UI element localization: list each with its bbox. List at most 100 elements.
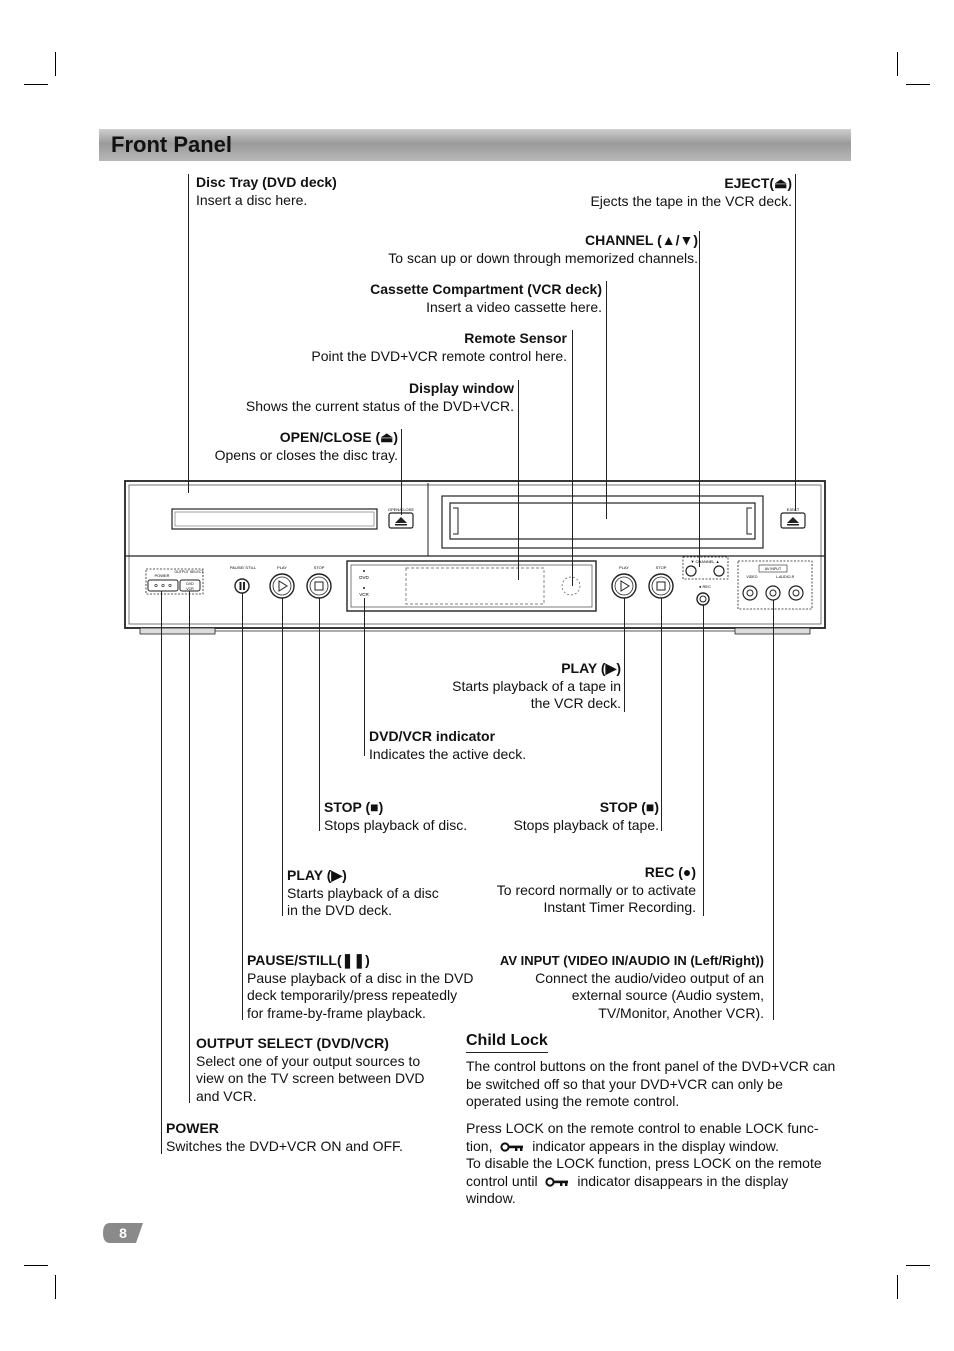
video-small-label: VIDEO xyxy=(746,575,757,579)
dvd-play-button xyxy=(269,573,295,599)
vcr-stop-button xyxy=(648,573,674,599)
audio-left-jack xyxy=(765,585,781,601)
callout-desc: Pause playback of a disc in the DVD xyxy=(247,969,474,986)
callout-desc: Insert a disc here. xyxy=(196,191,308,208)
open-close-callout: OPEN/CLOSE (⏏) Opens or closes the disc … xyxy=(215,429,398,464)
callout-title: Cassette Compartment (VCR deck) xyxy=(370,281,602,297)
callout-title: PLAY (▶) xyxy=(287,867,347,883)
channel-down-button xyxy=(685,565,697,577)
leader-line xyxy=(661,598,662,831)
rec-button xyxy=(696,592,710,606)
child-lock-text: Press LOCK on the remote control to enab… xyxy=(466,1120,819,1154)
rec-small-label: ● REC xyxy=(699,584,711,589)
child-lock-paragraph: The control buttons on the front panel o… xyxy=(466,1058,836,1109)
display-window-callout: Display window Shows the current status … xyxy=(246,380,514,415)
disc-tray-callout: Disc Tray (DVD deck) Insert a disc here. xyxy=(196,174,337,209)
section-banner: Front Panel xyxy=(99,129,851,161)
callout-title: Disc Tray (DVD deck) xyxy=(196,174,337,190)
callout-desc: and VCR. xyxy=(196,1087,257,1104)
av-input-callout: AV INPUT (VIDEO IN/AUDIO IN (Left/Right)… xyxy=(500,952,764,1022)
leader-line xyxy=(572,330,573,586)
remote-sensor xyxy=(561,576,581,596)
callout-title: CHANNEL (▲/▼) xyxy=(584,232,698,248)
av-input-small-label: AV INPUT xyxy=(765,567,782,571)
output-select-callout: OUTPUT SELECT (DVD/VCR) Select one of yo… xyxy=(196,1035,425,1105)
power-callout: POWER Switches the DVD+VCR ON and OFF. xyxy=(166,1120,403,1155)
callout-desc: Starts playback of a disc xyxy=(287,884,439,901)
leader-line xyxy=(703,605,704,916)
audio-small-label: L-AUDIO-R xyxy=(776,575,795,579)
cassette-callout: Cassette Compartment (VCR deck) Insert a… xyxy=(370,281,602,316)
leader-line xyxy=(699,231,700,567)
dvd-stop-button xyxy=(306,573,332,599)
callout-title: POWER xyxy=(166,1120,219,1136)
callout-desc: Instant Timer Recording. xyxy=(543,899,696,915)
callout-title: PLAY (▶) xyxy=(561,660,621,676)
remote-sensor-callout: Remote Sensor Point the DVD+VCR remote c… xyxy=(311,330,567,365)
leader-line xyxy=(319,598,320,831)
callout-desc: Insert a video cassette here. xyxy=(426,298,602,315)
leader-line xyxy=(242,593,243,1020)
vcr-play-callout: PLAY (▶) Starts playback of a tape in th… xyxy=(452,660,621,713)
svg-text:VCR: VCR xyxy=(186,587,194,591)
page-number: 8 xyxy=(119,1225,127,1241)
output-select-small-label: OUTPUT SELECT xyxy=(175,570,205,574)
audio-right-jack xyxy=(788,585,804,601)
child-lock-text: To disable the LOCK function, press LOCK… xyxy=(466,1155,822,1189)
pause-small-label: PAUSE/ STILL xyxy=(230,565,257,570)
callout-desc: Stops playback of disc. xyxy=(324,816,468,833)
eject-small-label: EJECT xyxy=(787,507,800,512)
crop-mark xyxy=(897,1275,898,1299)
callout-desc: Stops playback of tape. xyxy=(513,816,659,833)
child-lock-text: indicator disappears in the display wind… xyxy=(466,1172,789,1207)
power-small-label: POWER xyxy=(154,573,169,578)
callout-desc: To record normally or to activate xyxy=(496,881,696,898)
leader-line xyxy=(401,429,402,515)
crop-mark xyxy=(55,52,56,76)
crop-mark xyxy=(906,1265,930,1266)
vcr-play-small-label: PLAY xyxy=(619,565,629,570)
callout-title: DVD/VCR indicator xyxy=(369,728,496,744)
callout-desc: Connect the audio/video output of an xyxy=(535,969,764,986)
callout-desc: Shows the current status of the DVD+VCR. xyxy=(245,397,514,414)
power-button xyxy=(147,579,179,592)
callout-desc: view on the TV screen between DVD xyxy=(196,1070,425,1086)
callout-title: STOP (■) xyxy=(324,799,384,815)
child-lock-paragraph: Press LOCK on the remote control to enab… xyxy=(466,1120,838,1208)
leader-line xyxy=(773,600,774,1020)
callout-desc: Opens or closes the disc tray. xyxy=(214,446,398,463)
callout-desc: the VCR deck. xyxy=(530,695,621,711)
crop-mark xyxy=(897,52,898,76)
leader-line xyxy=(518,380,519,580)
callout-desc: external source (Audio system, xyxy=(571,987,764,1003)
leader-line xyxy=(364,598,365,756)
callout-desc: Switches the DVD+VCR ON and OFF. xyxy=(166,1137,403,1154)
key-icon xyxy=(545,1177,569,1187)
output-select-button xyxy=(179,579,201,592)
callout-title: REC (●) xyxy=(644,864,696,880)
dvd-vcr-indicator-callout: DVD/VCR indicator Indicates the active d… xyxy=(369,728,526,763)
callout-desc: for frame-by-frame playback. xyxy=(247,1004,426,1021)
vcr-indicator-label: VCR xyxy=(359,592,369,597)
callout-desc: deck temporarily/press repeatedly xyxy=(247,987,458,1003)
vcr-stop-callout: STOP (■) Stops playback of tape. xyxy=(513,799,659,834)
pause-still-button xyxy=(234,578,250,594)
dvd-play-small-label: PLAY xyxy=(277,565,287,570)
leader-line xyxy=(624,598,625,712)
leader-line xyxy=(189,591,190,1103)
callout-desc: Starts playback of a tape in xyxy=(452,677,621,694)
child-lock-text: indicator appears in the display window. xyxy=(532,1137,779,1154)
crop-mark xyxy=(55,1275,56,1299)
cassette-compartment xyxy=(441,495,764,549)
leader-line xyxy=(795,174,796,511)
leader-line xyxy=(188,174,189,493)
page-title: Front Panel xyxy=(111,132,233,157)
callout-title: OPEN/CLOSE (⏏) xyxy=(279,429,398,445)
callout-title: Display window xyxy=(408,380,514,396)
callout-desc: Point the DVD+VCR remote control here. xyxy=(311,347,567,364)
display-window xyxy=(346,560,597,612)
child-lock-heading: Child Lock xyxy=(466,1032,548,1053)
callout-desc: To scan up or down through memorized cha… xyxy=(388,249,698,266)
leader-line xyxy=(606,281,607,519)
crop-mark xyxy=(24,1265,48,1266)
